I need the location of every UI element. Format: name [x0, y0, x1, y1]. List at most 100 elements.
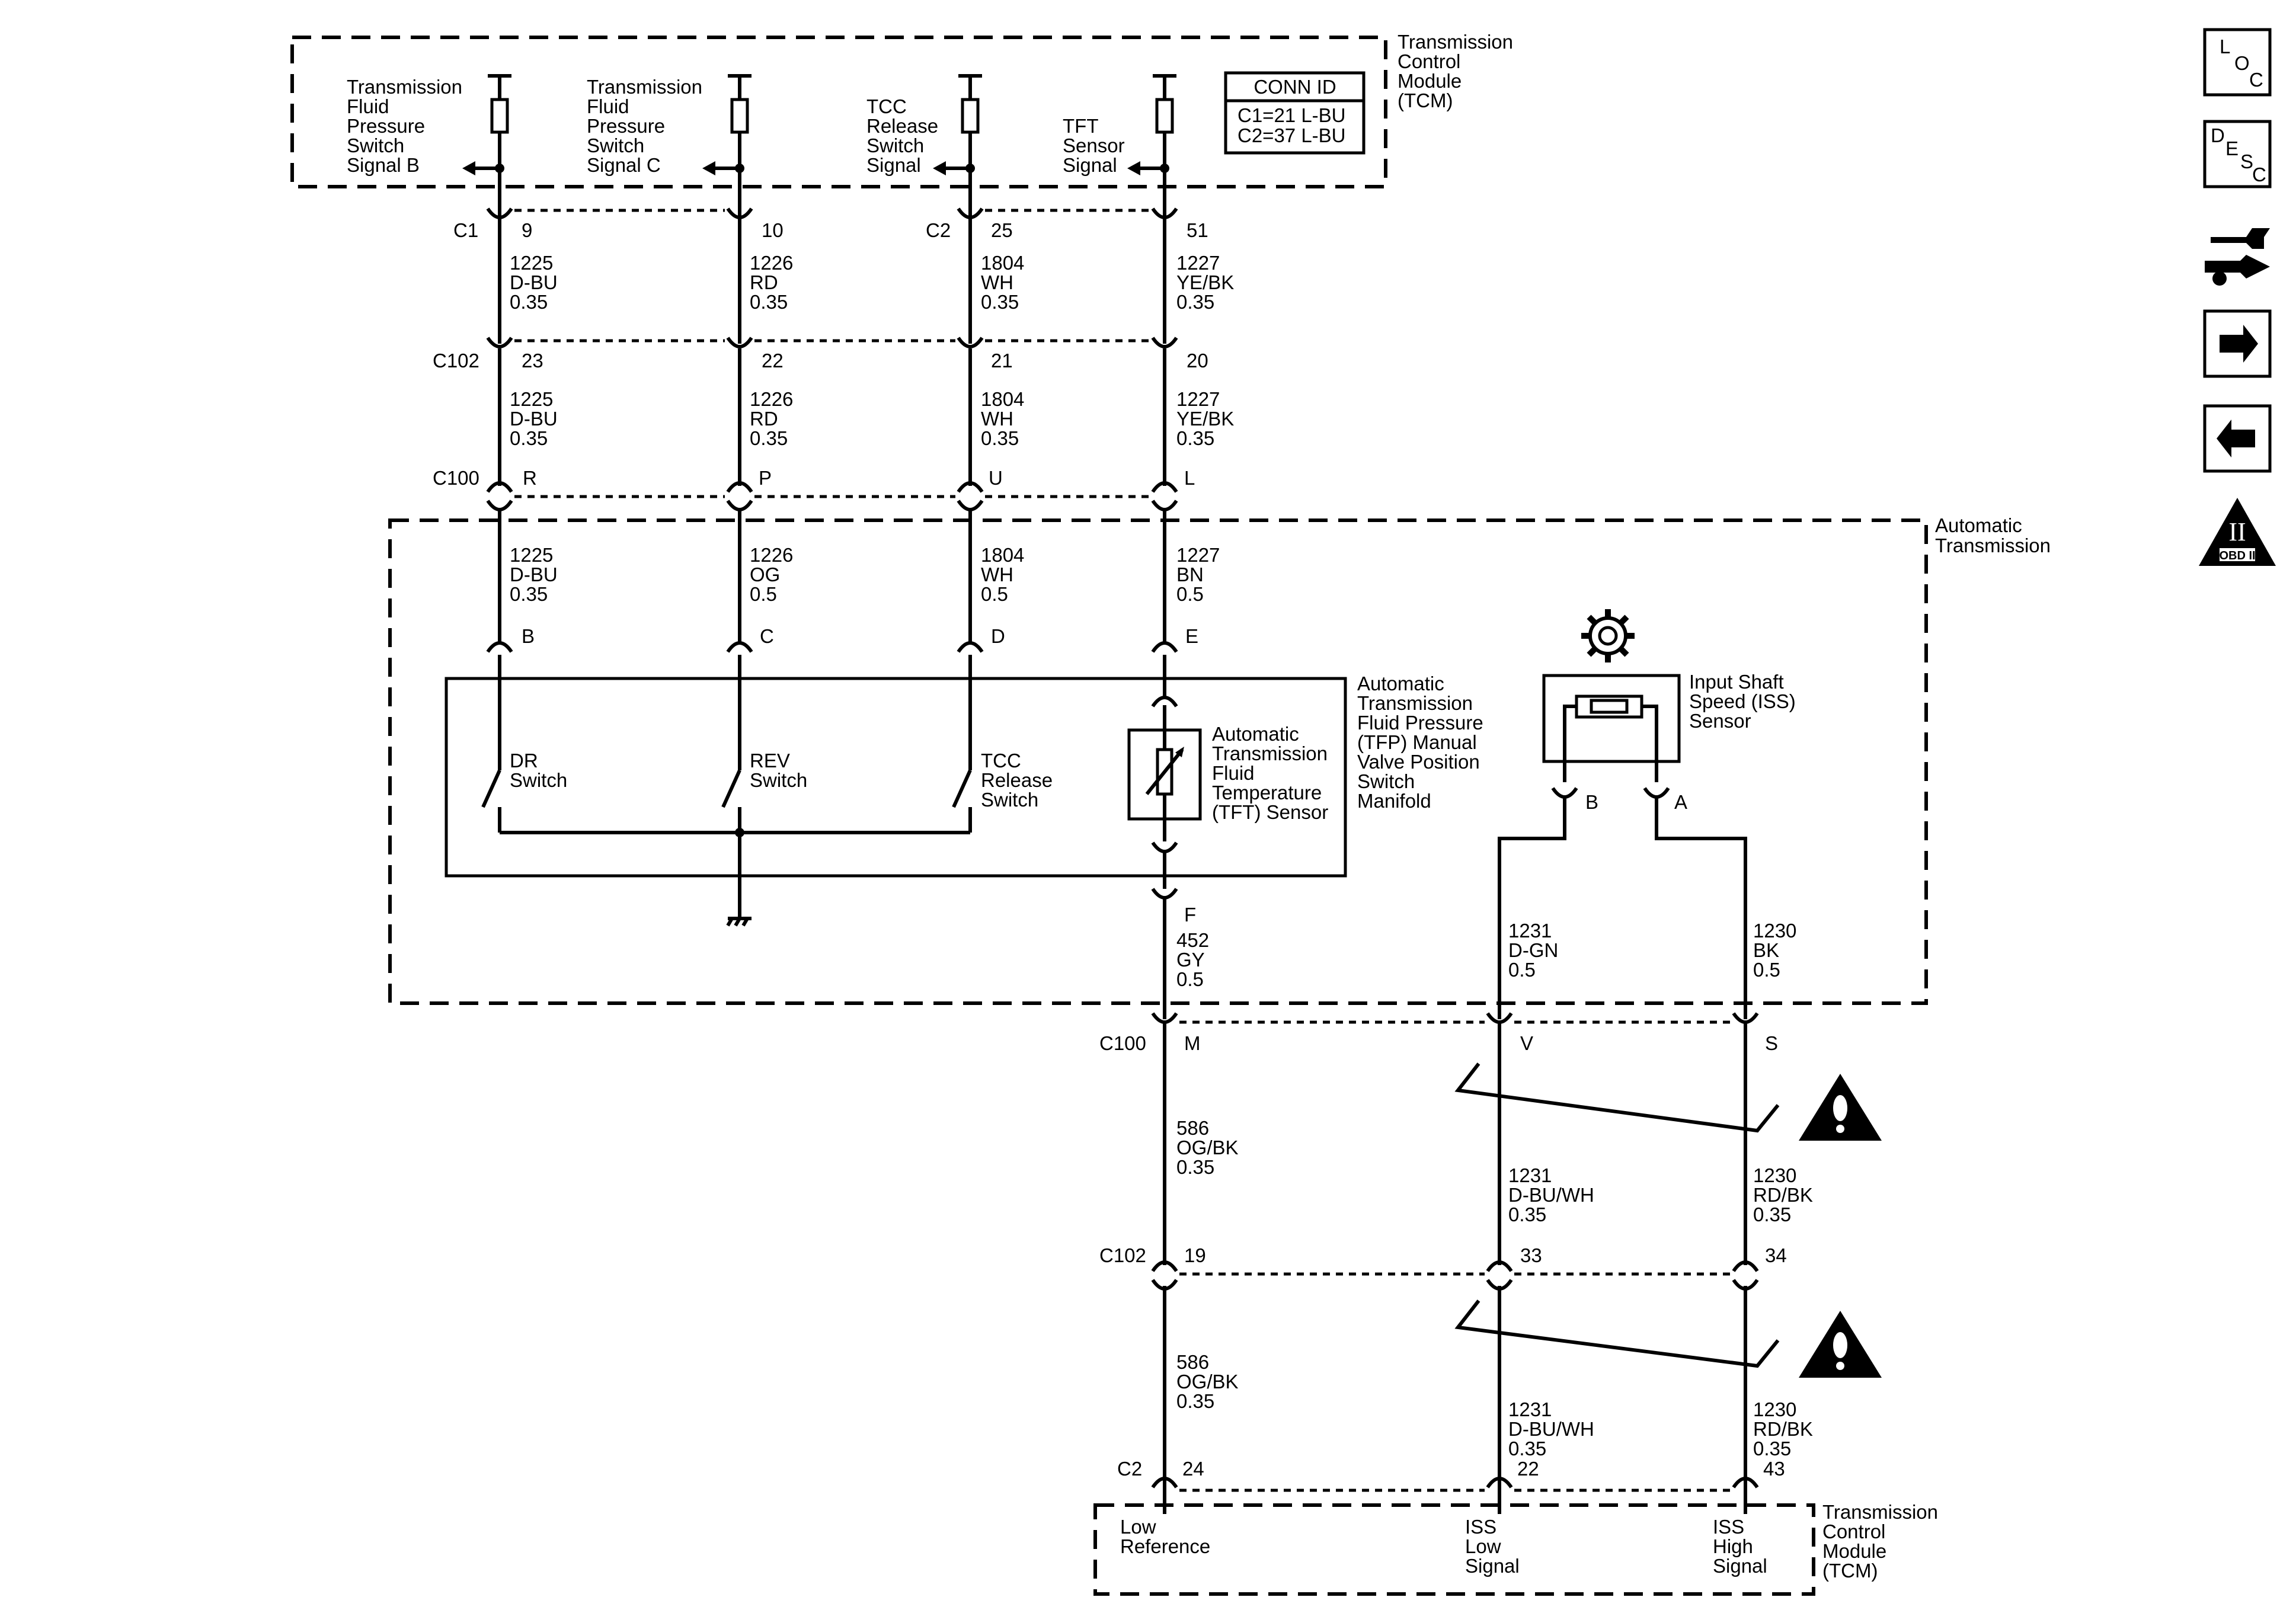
svg-text:(TCM): (TCM): [1398, 89, 1453, 111]
tcc-release-switch: TCC Release Switch: [952, 655, 1053, 833]
previous-arrow-icon[interactable]: [2203, 404, 2272, 473]
side-toolbar: L O C D E S C II OBD II: [2199, 28, 2276, 566]
svg-text:Pressure: Pressure: [347, 115, 425, 137]
connector-row-c102-top: C102 23 22 21 20: [433, 337, 1208, 372]
connector-c1-label: C1: [453, 219, 478, 241]
svg-text:R: R: [523, 467, 537, 489]
tft-output-wire: F 452 GY 0.5: [1151, 850, 1209, 1019]
svg-text:Switch: Switch: [981, 789, 1038, 811]
svg-text:22: 22: [1517, 1458, 1539, 1480]
loc-icon[interactable]: L O C: [2203, 28, 2272, 97]
svg-text:452: 452: [1176, 929, 1209, 951]
caution-icon: [1799, 1311, 1882, 1378]
svg-text:B: B: [1585, 791, 1598, 813]
svg-text:Transmission: Transmission: [1212, 742, 1328, 764]
tcm-input-1: [462, 74, 511, 216]
svg-text:1231: 1231: [1508, 1398, 1552, 1420]
svg-text:23: 23: [522, 350, 543, 372]
svg-text:Switch: Switch: [1357, 770, 1415, 792]
connector-row-manifold: B C D E: [486, 625, 1198, 653]
obd-ii-icon[interactable]: II OBD II: [2199, 498, 2276, 566]
svg-text:(TFP) Manual: (TFP) Manual: [1357, 731, 1477, 753]
svg-text:C102: C102: [1099, 1244, 1146, 1266]
svg-text:Signal: Signal: [1713, 1555, 1767, 1577]
tool-icon[interactable]: [2205, 228, 2270, 286]
svg-text:25: 25: [991, 219, 1013, 241]
svg-text:1226: 1226: [750, 544, 793, 566]
svg-text:High: High: [1713, 1535, 1753, 1557]
svg-text:D: D: [2211, 124, 2225, 146]
svg-text:0.5: 0.5: [981, 583, 1008, 605]
svg-text:10: 10: [762, 219, 784, 241]
svg-text:D-BU/WH: D-BU/WH: [1508, 1184, 1594, 1206]
svg-text:WH: WH: [981, 408, 1013, 430]
svg-text:M: M: [1184, 1032, 1201, 1054]
rev-switch: REV Switch: [721, 655, 807, 918]
connector-c100-label: C100: [433, 467, 479, 489]
svg-text:Control: Control: [1822, 1521, 1885, 1542]
svg-text:0.35: 0.35: [510, 583, 548, 605]
svg-text:33: 33: [1520, 1244, 1542, 1266]
tcm-signal-label-2: Transmission Fluid Pressure Switch Signa…: [587, 76, 702, 176]
svg-text:0.5: 0.5: [1176, 583, 1204, 605]
svg-text:Switch: Switch: [866, 135, 924, 156]
svg-text:20: 20: [1187, 350, 1208, 372]
svg-text:Release: Release: [866, 115, 938, 137]
svg-text:Signal B: Signal B: [347, 154, 420, 176]
svg-text:CONN ID: CONN ID: [1253, 76, 1336, 98]
connector-row-c102-bottom: C102 19 33 34: [1099, 1244, 1787, 1291]
gear-icon: [1581, 609, 1635, 662]
svg-text:Automatic: Automatic: [1357, 673, 1444, 694]
tcm-input-4: [1127, 74, 1176, 216]
svg-text:B: B: [522, 625, 535, 647]
svg-text:19: 19: [1184, 1244, 1206, 1266]
wire-label: 1225 D-BU 0.35 1226 OG 0.5 1804 WH 0.5 1…: [510, 544, 1220, 605]
svg-text:RD/BK: RD/BK: [1753, 1418, 1813, 1440]
svg-text:0.35: 0.35: [981, 427, 1019, 449]
svg-text:D-BU: D-BU: [510, 408, 558, 430]
svg-text:WH: WH: [981, 564, 1013, 585]
svg-text:Transmission: Transmission: [1822, 1501, 1938, 1523]
tcm-inputs: [462, 74, 1176, 216]
svg-text:1804: 1804: [981, 544, 1024, 566]
svg-text:Switch: Switch: [587, 135, 644, 156]
svg-text:C2=37 L-BU: C2=37 L-BU: [1237, 124, 1346, 146]
svg-text:Valve Position: Valve Position: [1357, 751, 1480, 773]
ground-icon: [726, 917, 752, 927]
svg-text:(TCM): (TCM): [1822, 1560, 1878, 1582]
svg-text:Sensor: Sensor: [1063, 135, 1125, 156]
svg-text:OG/BK: OG/BK: [1176, 1137, 1239, 1158]
tcm-bottom-module: Transmission Control Module (TCM) Low Re…: [1093, 1501, 1938, 1596]
svg-text:586: 586: [1176, 1351, 1209, 1373]
tcm-input-2: [702, 74, 752, 216]
tft-sensor: Automatic Transmission Fluid Temperature…: [1127, 655, 1328, 853]
svg-text:C100: C100: [1099, 1032, 1146, 1054]
svg-text:TCC: TCC: [981, 750, 1021, 772]
svg-text:OG: OG: [750, 564, 780, 585]
svg-text:YE/BK: YE/BK: [1176, 271, 1234, 293]
desc-icon[interactable]: D E S C: [2203, 120, 2272, 188]
next-arrow-icon[interactable]: [2203, 309, 2272, 378]
lower-wire-segment-1: 586 OG/BK 0.35 1231 D-BU/WH 0.35 1230 RD…: [1163, 1022, 1813, 1265]
svg-text:34: 34: [1765, 1244, 1787, 1266]
svg-text:OBD II: OBD II: [2219, 549, 2255, 562]
lower-wire-segment-2: 586 OG/BK 0.35 1231 D-BU/WH 0.35 1230 RD…: [1163, 1286, 1813, 1499]
svg-text:RD: RD: [750, 271, 778, 293]
wire-segment-2: 1225 D-BU 0.35 1226 RD 0.35 1804 WH 0.35…: [498, 348, 1234, 486]
svg-text:REV: REV: [750, 750, 790, 772]
manifold-label: Automatic Transmission Fluid Pressure (T…: [1357, 673, 1483, 812]
svg-text:RD/BK: RD/BK: [1753, 1184, 1813, 1206]
svg-text:Pressure: Pressure: [587, 115, 665, 137]
svg-text:D-GN: D-GN: [1508, 939, 1558, 961]
svg-text:Speed (ISS): Speed (ISS): [1689, 690, 1796, 712]
svg-text:RD: RD: [750, 408, 778, 430]
svg-text:Control: Control: [1398, 50, 1460, 72]
svg-text:1226: 1226: [750, 252, 793, 274]
svg-text:1231: 1231: [1508, 920, 1552, 942]
svg-text:0.35: 0.35: [981, 291, 1019, 313]
svg-text:Automatic: Automatic: [1935, 514, 2022, 536]
svg-text:E: E: [2225, 137, 2239, 159]
svg-text:Transmission: Transmission: [1398, 31, 1513, 53]
svg-text:A: A: [1674, 791, 1687, 813]
svg-text:Switch: Switch: [510, 769, 567, 791]
